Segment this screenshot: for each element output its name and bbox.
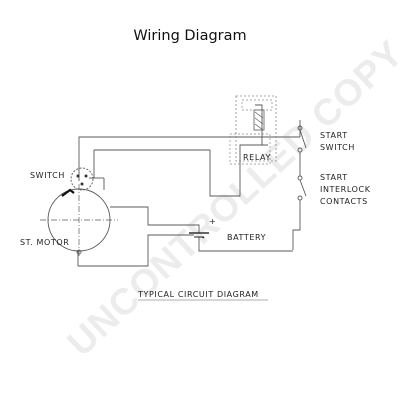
switch-label: SWITCH xyxy=(30,171,65,180)
interlock-label-line1: START xyxy=(320,173,348,182)
relay-coil-hatch-3 xyxy=(254,123,264,131)
interlock-contact-top xyxy=(297,175,303,181)
wire-battery-negative-return xyxy=(198,237,293,252)
interlock-label-line2: INTERLOCK xyxy=(320,185,371,194)
wiring xyxy=(77,104,301,267)
battery-plus-sign: + xyxy=(209,217,216,226)
st-motor-label: ST. MOTOR xyxy=(20,238,69,247)
switch-terminal-1 xyxy=(76,174,80,178)
switch-terminal-2 xyxy=(84,174,88,178)
relay-symbol xyxy=(229,95,277,165)
wire-motor-to-battery-positive xyxy=(110,206,200,233)
motor-ground-terminal xyxy=(76,249,82,255)
start-switch-label-line2: SWITCH xyxy=(320,143,355,152)
caption-text: TYPICAL CIRCUIT DIAGRAM xyxy=(137,290,259,299)
battery-symbol xyxy=(189,232,209,238)
wire-switch-to-relay xyxy=(78,136,300,181)
relay-coil xyxy=(253,109,265,131)
wire-relay-return xyxy=(255,104,263,145)
wire-motor-ground xyxy=(77,234,194,267)
wire-right-column xyxy=(292,200,301,250)
motor-switch-arm xyxy=(61,188,75,197)
interlock-label-line3: CONTACTS xyxy=(320,197,368,206)
switch-housing xyxy=(70,167,94,191)
relay-coil-hatch-2 xyxy=(254,117,264,125)
relay-inner-bottom xyxy=(229,133,271,165)
battery-minus-sign: - xyxy=(202,233,206,242)
relay-label: RELAY xyxy=(243,153,271,162)
switch-terminal-3 xyxy=(80,182,84,186)
starter-motor-symbol xyxy=(40,184,118,258)
relay-coil-hatch-1 xyxy=(254,111,264,119)
solenoid-switch-symbol xyxy=(70,167,105,191)
interlock-contacts-symbol xyxy=(297,152,307,201)
battery-label: BATTERY xyxy=(227,233,266,242)
relay-outline xyxy=(235,95,277,162)
start-switch-label-line1: START xyxy=(320,131,348,140)
wire-switch-to-relay-coil xyxy=(93,144,268,197)
diagram-title: Wiring Diagram xyxy=(133,28,246,44)
interlock-blade xyxy=(299,179,307,197)
start-switch-blade xyxy=(299,129,307,149)
interlock-contact-bottom xyxy=(297,195,303,201)
